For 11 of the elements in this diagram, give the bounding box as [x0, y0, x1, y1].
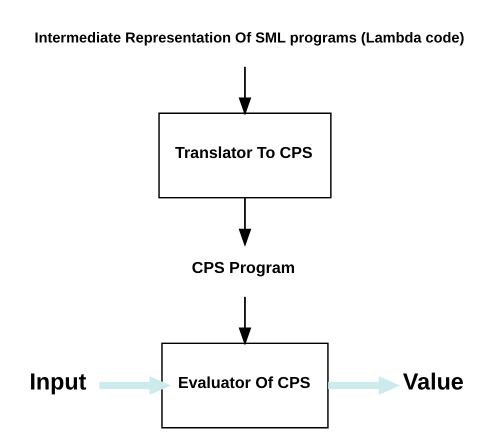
node-box: Evaluator Of CPS: [160, 342, 328, 428]
node-text: Input: [28, 368, 86, 395]
arrow: [238, 66, 251, 116]
node-text: Intermediate Representation Of SML programs (Lambda code): [34, 30, 464, 47]
arrow: [328, 376, 400, 395]
node-box: Translator To CPS: [158, 112, 332, 198]
node-text: CPS Program: [191, 260, 294, 278]
arrow: [98, 376, 170, 395]
arrow: [238, 198, 251, 247]
node-text: Value: [402, 368, 464, 395]
arrow: [238, 296, 251, 346]
